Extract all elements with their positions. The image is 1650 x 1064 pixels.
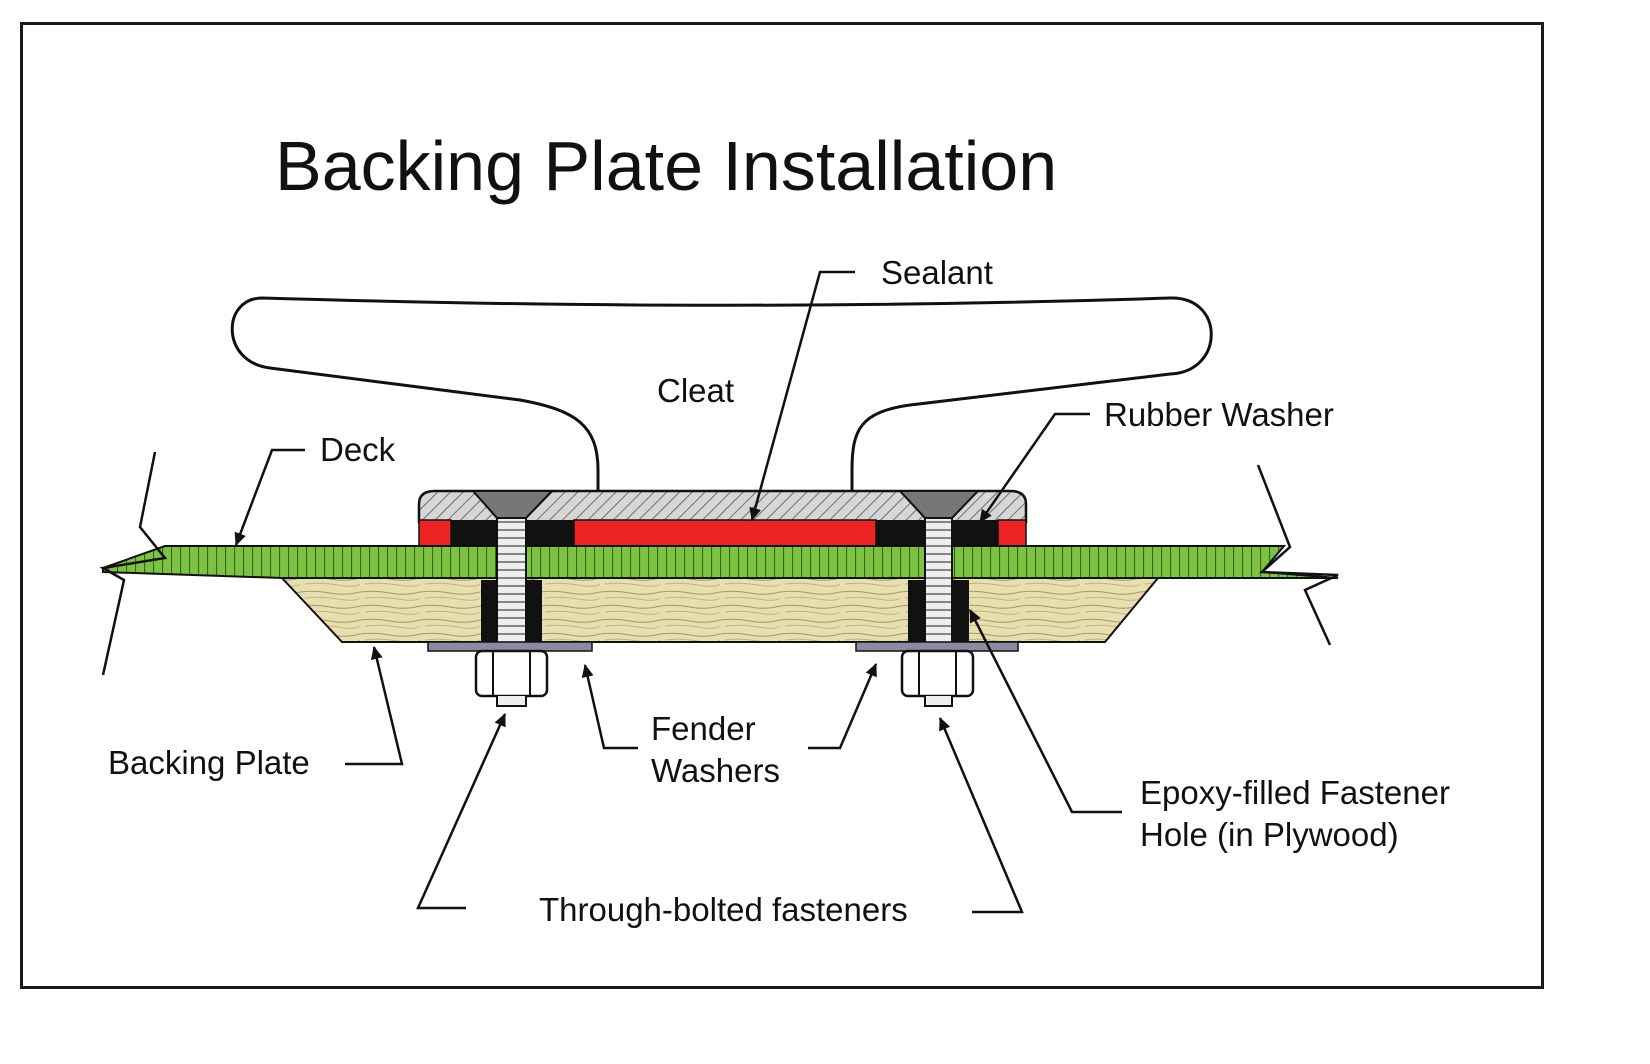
label-rubber-washer: Rubber Washer [1104, 396, 1334, 433]
rubber-washer-left-2 [526, 520, 574, 548]
backing-plate [279, 577, 1161, 643]
cleat-base [417, 489, 1028, 524]
fender-washer-right [855, 641, 1019, 652]
rubber-washer-right-1 [876, 520, 925, 548]
bolt-tip-left [496, 696, 527, 707]
label-epoxy-line1: Epoxy-filled Fastener [1140, 774, 1450, 811]
leader-rubber-washer [978, 412, 1090, 523]
label-backing-plate: Backing Plate [108, 744, 310, 781]
leader-bolt-right [938, 717, 1024, 914]
label-deck: Deck [320, 431, 396, 468]
sealant-right-edge [997, 519, 1027, 549]
leader-fender-right [808, 663, 878, 750]
label-cleat: Cleat [657, 372, 734, 409]
nut-right [900, 649, 975, 698]
leader-deck [234, 448, 305, 546]
cleat-outline [230, 296, 1213, 490]
label-sealant: Sealant [881, 254, 993, 291]
epoxy-hole-right-a [908, 580, 925, 642]
label-fender-washers-line2: Washers [651, 752, 780, 789]
deck [102, 545, 1339, 579]
leader-backing-plate [345, 646, 404, 766]
sealant-left-edge [418, 519, 452, 549]
epoxy-hole-right-b [952, 580, 969, 642]
deck-break-left [99, 451, 168, 676]
nut-left [474, 649, 549, 698]
diagram-frame [20, 22, 1544, 989]
epoxy-hole-left-b [526, 580, 542, 642]
page-title: Backing Plate Installation [275, 127, 1057, 205]
bolt-tip-right [924, 696, 953, 707]
rubber-washer-right [952, 520, 998, 548]
label-epoxy-line2: Hole (in Plywood) [1140, 816, 1399, 853]
label-fender-washers-line1: Fender [651, 710, 756, 747]
leader-epoxy [968, 609, 1122, 814]
rubber-washer-left [451, 520, 497, 548]
sealant-center [573, 519, 877, 549]
fender-washer-left [427, 641, 593, 652]
leader-fender-left [581, 664, 638, 750]
leader-sealant [749, 270, 855, 521]
leader-bolt-left [416, 713, 507, 910]
label-through-bolted: Through-bolted fasteners [539, 891, 908, 928]
deck-break-right [1256, 464, 1339, 646]
epoxy-hole-left-a [481, 580, 497, 642]
